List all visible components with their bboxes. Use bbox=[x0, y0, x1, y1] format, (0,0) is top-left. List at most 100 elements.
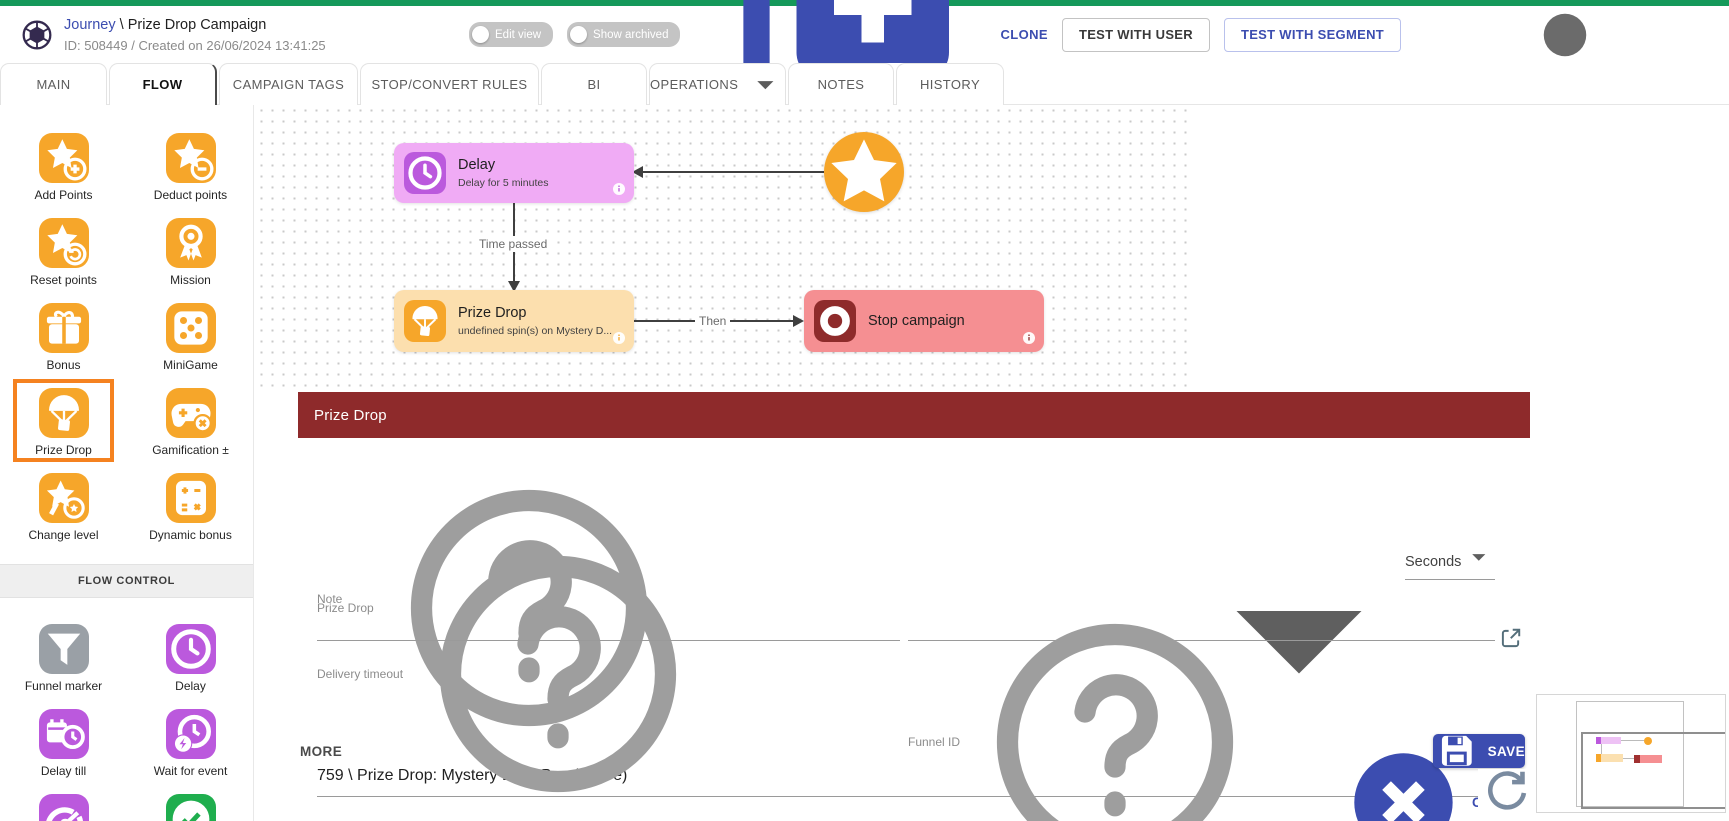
minimap-node-delay bbox=[1601, 737, 1621, 744]
tab-bi[interactable]: BI bbox=[541, 63, 647, 105]
note-input[interactable] bbox=[317, 615, 900, 626]
refresh-layout-button[interactable] bbox=[1478, 769, 1536, 817]
palette-item-reset-points[interactable]: Reset points bbox=[0, 216, 127, 289]
node-delay[interactable]: Delay Delay for 5 minutes bbox=[394, 143, 634, 203]
minimap-node-start bbox=[1644, 737, 1652, 745]
field-label: Prize Drop bbox=[317, 601, 374, 615]
star-minus-icon bbox=[165, 133, 216, 183]
calculator-icon bbox=[165, 473, 216, 523]
node-title: Stop campaign bbox=[868, 313, 965, 329]
start-node[interactable] bbox=[824, 132, 904, 212]
tab-bar: MAIN FLOW CAMPAIGN TAGS STOP/CONVERT RUL… bbox=[0, 63, 1729, 105]
node-palette-sidebar: Add Points Deduct points Reset points Mi… bbox=[0, 105, 254, 821]
palette-item-delay[interactable]: Delay bbox=[127, 622, 254, 695]
clock-icon bbox=[404, 152, 446, 194]
dice-icon bbox=[165, 303, 216, 353]
timeout-unit-value: Seconds bbox=[1405, 554, 1462, 570]
stop-ring-icon bbox=[814, 300, 856, 342]
tab-operations[interactable]: OPERATIONS bbox=[649, 63, 786, 105]
panel-title: Prize Drop bbox=[298, 392, 1530, 438]
minimap-node-stop bbox=[1640, 755, 1662, 763]
palette-item-mission[interactable]: Mission bbox=[127, 216, 254, 289]
chevron-down-icon bbox=[746, 65, 785, 104]
tab-flow[interactable]: FLOW bbox=[109, 63, 217, 105]
timeout-unit-select[interactable]: Seconds bbox=[1405, 532, 1495, 580]
minimap-edge bbox=[1621, 740, 1644, 741]
star-refresh-icon bbox=[38, 218, 89, 268]
field-label: Delivery timeout bbox=[317, 667, 404, 681]
parachute-icon bbox=[38, 388, 89, 438]
edge-label-then: Then bbox=[695, 313, 731, 329]
node-title: Prize Drop bbox=[458, 305, 527, 321]
minimap-node-prize bbox=[1601, 754, 1623, 762]
palette-item-gamification[interactable]: Gamification ± bbox=[127, 386, 254, 459]
node-subtitle: undefined spin(s) on Mystery D... bbox=[458, 325, 613, 337]
palette-item-wait-for-event[interactable]: Wait for event bbox=[127, 707, 254, 780]
info-icon[interactable] bbox=[611, 330, 627, 346]
palette-item-deduct-points[interactable]: Deduct points bbox=[127, 131, 254, 204]
delivery-timeout-field[interactable]: Delivery timeout 20 bbox=[317, 524, 1390, 821]
test-with-user-button[interactable]: TEST WITH USER bbox=[1061, 17, 1210, 52]
funnel-id-field[interactable]: Funnel ID bbox=[908, 592, 1495, 821]
palette-item-limit[interactable]: Limit bbox=[0, 792, 127, 821]
refresh-icon bbox=[1478, 764, 1536, 821]
palette-item-funnel-marker[interactable]: Funnel marker bbox=[0, 622, 127, 695]
palette-item-dynamic-bonus[interactable]: Dynamic bonus bbox=[127, 471, 254, 544]
edge-start-to-delay bbox=[642, 171, 824, 173]
show-archived-toggle[interactable]: Show archived bbox=[567, 22, 681, 47]
breadcrumb-journey-link[interactable]: Journey bbox=[64, 17, 116, 33]
edge-label-time-passed: Time passed bbox=[475, 236, 552, 252]
chevron-down-icon bbox=[1463, 541, 1495, 579]
node-prize-drop[interactable]: Prize Drop undefined spin(s) on Mystery … bbox=[394, 290, 634, 352]
tab-main[interactable]: MAIN bbox=[0, 63, 107, 105]
minimap-node-prize bbox=[1596, 754, 1601, 762]
more-button[interactable]: MORE bbox=[300, 744, 343, 759]
help-icon[interactable] bbox=[965, 592, 1265, 821]
cancel-x-icon bbox=[1342, 741, 1465, 821]
palette-item-change-level[interactable]: Change level bbox=[0, 471, 127, 544]
palette-item-convert-campaign[interactable]: Convert campaign bbox=[127, 792, 254, 821]
minimap-node-delay bbox=[1596, 737, 1601, 744]
node-stop-campaign[interactable]: Stop campaign bbox=[804, 290, 1044, 352]
minimap-node-stop bbox=[1634, 755, 1640, 763]
tab-stop-convert-rules[interactable]: STOP/CONVERT RULES bbox=[360, 63, 539, 105]
minimap-edge bbox=[1601, 744, 1602, 754]
palette-item-minigame[interactable]: MiniGame bbox=[127, 301, 254, 374]
page-title: Prize Drop Campaign bbox=[127, 17, 267, 33]
event-clock-icon bbox=[165, 709, 216, 759]
field-label: Note bbox=[317, 592, 343, 606]
dropdown-caret-icon[interactable] bbox=[1149, 486, 1449, 786]
breadcrumb: Journey \ Prize Drop Campaign bbox=[64, 17, 267, 33]
palette-item-bonus[interactable]: Bonus bbox=[0, 301, 127, 374]
info-icon[interactable] bbox=[611, 181, 627, 197]
minimap-viewport[interactable] bbox=[1581, 732, 1725, 809]
campaign-meta: ID: 508449 / Created on 26/06/2024 13:41… bbox=[64, 38, 326, 53]
palette-item-add-points[interactable]: Add Points bbox=[0, 131, 127, 204]
gauge-icon bbox=[38, 794, 89, 821]
external-link-icon[interactable] bbox=[1498, 488, 1524, 788]
star-plus-icon bbox=[38, 133, 89, 183]
info-icon[interactable] bbox=[1021, 330, 1037, 346]
level-star-icon bbox=[38, 473, 89, 523]
test-with-segment-button[interactable]: TEST WITH SEGMENT bbox=[1223, 17, 1401, 52]
minimap[interactable] bbox=[1536, 694, 1726, 813]
tab-notes[interactable]: NOTES bbox=[788, 63, 894, 105]
tab-history[interactable]: HISTORY bbox=[896, 63, 1004, 105]
check-circle-icon bbox=[165, 794, 216, 821]
flow-control-section-header: FLOW CONTROL bbox=[0, 564, 253, 598]
save-button[interactable]: SAVE bbox=[1433, 734, 1525, 768]
gift-icon bbox=[38, 303, 89, 353]
save-floppy-icon bbox=[1433, 727, 1481, 775]
toggle-knob bbox=[472, 26, 489, 43]
parachute-icon bbox=[404, 300, 446, 342]
medal-icon bbox=[165, 218, 216, 268]
palette-item-delay-till[interactable]: Delay till bbox=[0, 707, 127, 780]
help-icon[interactable] bbox=[408, 524, 708, 821]
palette-item-prize-drop-selected[interactable]: Prize Drop bbox=[0, 379, 127, 462]
note-field[interactable]: Note bbox=[317, 592, 900, 641]
flow-canvas[interactable]: Time passed Then Delay Delay for 5 minut… bbox=[254, 105, 1729, 821]
edit-view-toggle[interactable]: Edit view bbox=[469, 22, 554, 47]
edge-arrowhead bbox=[632, 166, 643, 178]
tab-campaign-tags[interactable]: CAMPAIGN TAGS bbox=[219, 63, 358, 105]
